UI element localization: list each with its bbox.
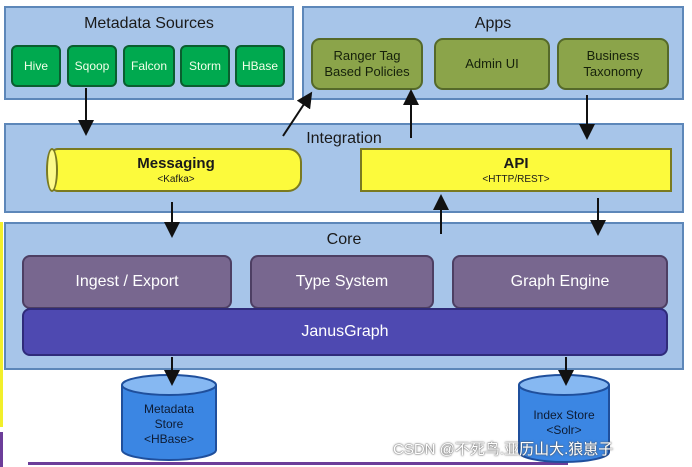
messaging-kafka-box[interactable]: Messaging <Kafka> bbox=[50, 148, 302, 192]
core-title: Core bbox=[326, 231, 362, 248]
source-storm[interactable]: Storm bbox=[180, 45, 230, 87]
index-store-line2: <Solr> bbox=[546, 423, 582, 437]
metadata-store-line1: Metadata bbox=[143, 402, 195, 416]
index-store-label: Index Store <Solr> bbox=[519, 408, 609, 438]
graph-engine-box[interactable]: Graph Engine bbox=[452, 255, 668, 309]
admin-ui-button[interactable]: Admin UI bbox=[434, 38, 550, 90]
metadata-store-line3: <HBase> bbox=[143, 432, 195, 446]
api-label: API bbox=[503, 155, 529, 172]
business-line2: Taxonomy bbox=[583, 64, 643, 79]
left-accent-purple bbox=[0, 432, 3, 467]
source-falcon[interactable]: Falcon bbox=[123, 45, 175, 87]
index-store-line1: Index Store bbox=[533, 408, 595, 422]
type-system-box[interactable]: Type System bbox=[250, 255, 434, 309]
ingest-export-box[interactable]: Ingest / Export bbox=[22, 255, 232, 309]
left-accent-yellow bbox=[0, 222, 3, 427]
metadata-store-line2: Store bbox=[154, 417, 184, 431]
messaging-sub-label: <Kafka> bbox=[157, 174, 195, 185]
janusgraph-box[interactable]: JanusGraph bbox=[22, 308, 668, 356]
messaging-cylinder-end bbox=[46, 148, 58, 192]
apps-title: Apps bbox=[474, 15, 512, 32]
metadata-sources-panel: Metadata Sources Hive Sqoop Falcon Storm… bbox=[4, 6, 294, 100]
business-line1: Business bbox=[586, 48, 640, 63]
source-hbase[interactable]: HBase bbox=[235, 45, 285, 87]
messaging-label: Messaging bbox=[137, 155, 215, 172]
ranger-line2: Based Policies bbox=[324, 64, 410, 79]
csdn-watermark: CSDN @不死鸟.亚历山大.狼崽子 bbox=[393, 441, 614, 458]
source-hive[interactable]: Hive bbox=[11, 45, 61, 87]
api-box[interactable]: API <HTTP/REST> bbox=[360, 148, 672, 192]
api-sub-label: <HTTP/REST> bbox=[482, 174, 550, 185]
metadata-store-label: Metadata Store <HBase> bbox=[122, 402, 216, 447]
metadata-sources-title: Metadata Sources bbox=[84, 15, 214, 32]
ranger-line1: Ranger Tag bbox=[333, 48, 401, 63]
bottom-accent-line bbox=[28, 462, 568, 465]
integration-title: Integration bbox=[306, 130, 382, 147]
source-sqoop[interactable]: Sqoop bbox=[67, 45, 117, 87]
